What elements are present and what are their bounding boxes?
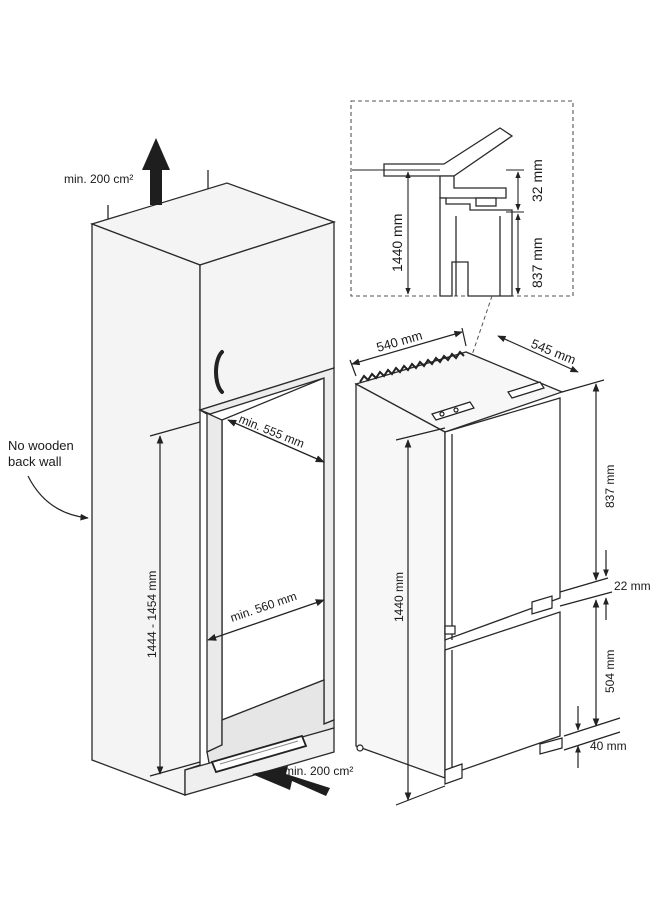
air-outlet-arrow-icon xyxy=(142,138,170,205)
niche-height-dimension xyxy=(149,421,201,777)
no-back-wall-label-line2: back wall xyxy=(8,454,62,469)
detail-box xyxy=(350,100,574,297)
fridge-depth-label: 545 mm xyxy=(529,336,578,368)
base-gap-label: 40 mm xyxy=(590,739,627,753)
fridge xyxy=(354,351,564,779)
air-top-label: min. 200 cm² xyxy=(64,172,133,186)
upper-section-label: 837 mm xyxy=(603,465,617,508)
right-dimensions xyxy=(559,379,621,768)
fridge-width-dimension xyxy=(349,327,467,377)
detail-hinge-drawing xyxy=(383,127,514,297)
detail-dimension-lines xyxy=(352,169,524,295)
no-back-wall-pointer xyxy=(27,475,89,521)
top-hinge-icon xyxy=(431,381,545,421)
detail-height-label: 1440 mm xyxy=(389,214,405,272)
fridge-feet xyxy=(356,737,563,785)
detail-gap-label: 32 mm xyxy=(529,159,545,202)
detail-lower-label: 837 mm xyxy=(529,237,545,288)
cabinet xyxy=(89,170,337,796)
niche-height-label: 1444 - 1454 mm xyxy=(145,571,159,658)
niche-depth-dimension xyxy=(227,419,325,463)
fridge-height-label: 1440 mm xyxy=(392,572,406,622)
mid-gap-label: 22 mm xyxy=(614,579,651,593)
air-bottom-label: min. 200 cm² xyxy=(284,764,353,778)
fridge-height-dimension xyxy=(395,427,446,806)
air-inlet-arrow-icon xyxy=(252,766,330,796)
fridge-depth-dimension xyxy=(497,335,579,373)
lower-section-label: 504 mm xyxy=(603,650,617,693)
plinth-vent-icon xyxy=(210,734,308,774)
niche-width-dimension xyxy=(207,599,325,641)
middle-hinge-icon xyxy=(444,595,553,635)
no-back-wall-label-line1: No wooden xyxy=(8,438,74,453)
door-handle-icon xyxy=(214,350,224,394)
